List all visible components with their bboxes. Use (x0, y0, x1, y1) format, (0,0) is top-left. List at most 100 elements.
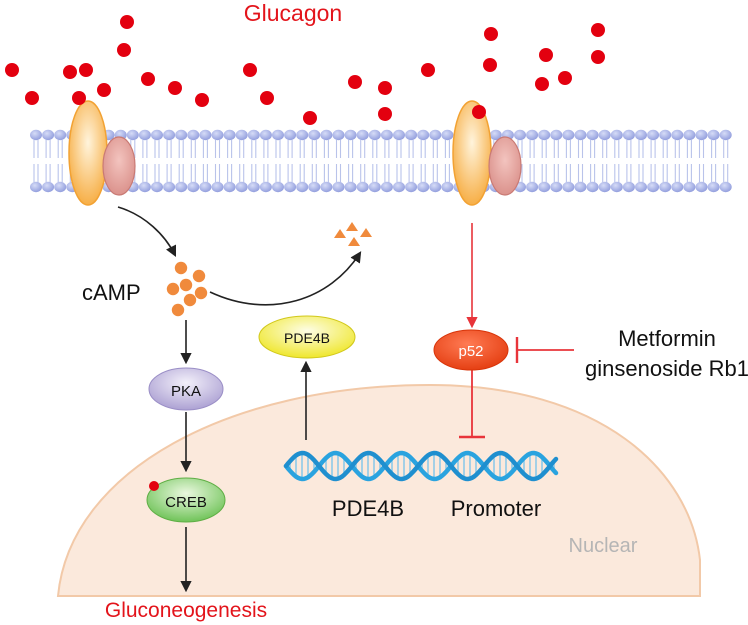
lipid-head (719, 181, 732, 193)
pka-node (148, 367, 224, 411)
receptor-right (452, 100, 492, 206)
lipid-head (380, 181, 393, 193)
lipid-head (320, 129, 333, 141)
lipid-head (671, 181, 684, 193)
lipid-head (695, 129, 708, 141)
lipid-head (441, 181, 454, 193)
camp-dot (174, 261, 188, 275)
lipid-head (259, 181, 272, 193)
lipid-head (284, 181, 297, 193)
glucagon-dot (303, 111, 317, 125)
camp-dot (192, 269, 206, 283)
lipid-head (211, 181, 224, 193)
lipid-head (550, 181, 563, 193)
lipid-head (199, 181, 212, 193)
lipid-head (151, 181, 163, 193)
lipid-head (562, 181, 575, 193)
lipid-head (683, 181, 696, 193)
glucagon-dot (79, 63, 93, 77)
lipid-head (368, 129, 381, 141)
lipid-head (54, 181, 67, 193)
lipid-head (151, 129, 163, 141)
dna-strand (283, 450, 559, 482)
degraded-camp-fragment (346, 222, 358, 231)
pde4b-gene-label: PDE4B (332, 496, 404, 521)
dna-helix (283, 450, 559, 482)
lipid-head (671, 129, 684, 141)
lipid-head (247, 129, 260, 141)
pka-label: PKA (171, 383, 201, 400)
lipid-head (489, 129, 502, 141)
creb-phosphate-dot (149, 481, 159, 491)
lipid-head (344, 181, 357, 193)
glucagon-dot (484, 27, 498, 41)
lipid-head (187, 129, 200, 141)
lipid-head (284, 129, 297, 141)
lipid-head (598, 129, 611, 141)
glucagon-dot (5, 63, 19, 77)
lipid-head (574, 181, 587, 193)
glucagon-dot (483, 58, 497, 72)
lipid-head (393, 181, 405, 193)
p52-node (433, 329, 509, 371)
lipid-head (380, 129, 393, 141)
glucagon-dot (63, 65, 77, 79)
lipid-head (30, 129, 42, 141)
glucagon-dot (260, 91, 274, 105)
lipid-head (683, 129, 696, 141)
creb-label: CREB (165, 494, 207, 511)
lipid-head (417, 129, 430, 141)
arrow-camp-to-degraded (209, 251, 362, 306)
degraded-camp-fragment (348, 237, 360, 246)
lipid-head (405, 129, 418, 141)
glucagon-dot (195, 93, 209, 107)
glucagon-dot (141, 72, 155, 86)
glucagon-dot (421, 63, 435, 77)
lipid-head (259, 129, 272, 141)
lipid-head (719, 129, 732, 141)
glucagon-dot (535, 77, 549, 91)
lipid-head (538, 129, 551, 141)
lipid-head (429, 129, 442, 141)
glucagon-dot (378, 81, 392, 95)
lipid-head (30, 181, 42, 193)
glucagon-dot (168, 81, 182, 95)
lipid-head (622, 181, 635, 193)
lipid-head (635, 129, 647, 141)
glucagon-dot (539, 48, 553, 62)
lipid-head (163, 181, 176, 193)
lipid-head (356, 129, 369, 141)
lipid-head (175, 129, 188, 141)
lipid-head (538, 181, 551, 193)
lipid-head (574, 129, 587, 141)
dna-strand (283, 450, 559, 482)
glucagon-dot (472, 105, 486, 119)
lipid-head (235, 181, 248, 193)
lipid-head (54, 129, 67, 141)
lipid-head (126, 129, 139, 141)
lipid-head (199, 129, 212, 141)
lipid-head (417, 181, 430, 193)
lipid-head (647, 129, 660, 141)
lipid-head (138, 181, 151, 193)
lipid-head (296, 129, 309, 141)
camp-dot (179, 278, 193, 292)
lipid-head (368, 181, 381, 193)
glucagon-dot (591, 23, 605, 37)
glucagon-dot (97, 83, 111, 97)
lipid-head (235, 129, 248, 141)
lipid-head (393, 129, 405, 141)
glucagon-dot (25, 91, 39, 105)
glucagon-dot (117, 43, 131, 57)
lipid-head (441, 129, 454, 141)
lipid-head (211, 129, 224, 141)
nuclear-label: Nuclear (569, 535, 638, 557)
glucagon-dot (120, 15, 134, 29)
lipid-head (175, 181, 188, 193)
lipid-head (586, 129, 599, 141)
lipid-head (308, 181, 321, 193)
lipid-head (247, 181, 260, 193)
pde4b-protein-node (258, 315, 356, 359)
glucagon-dot (558, 71, 572, 85)
lipid-head (332, 181, 345, 193)
